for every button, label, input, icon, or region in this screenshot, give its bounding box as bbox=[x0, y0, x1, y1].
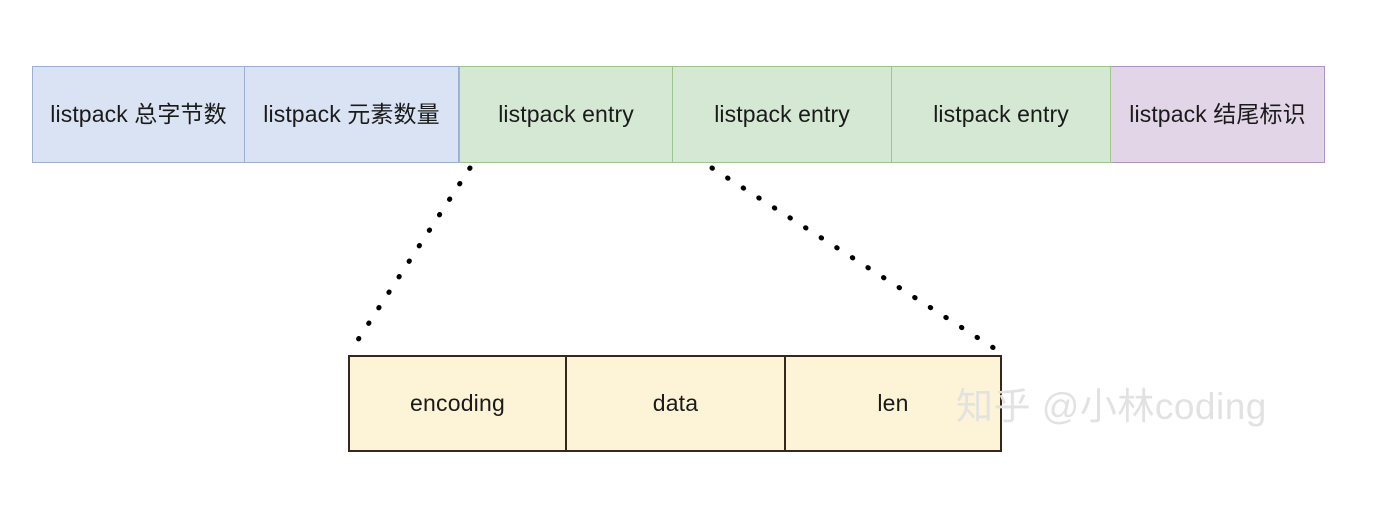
connector-right bbox=[709, 165, 1003, 355]
cell-element-count: listpack 元素数量 bbox=[245, 66, 459, 163]
cell-listpack-entry-2: listpack entry bbox=[673, 66, 892, 163]
entry-detail-row: encoding data len bbox=[348, 355, 1002, 452]
cell-listpack-entry-3: listpack entry bbox=[892, 66, 1111, 163]
cell-len: len bbox=[785, 355, 1002, 452]
connector-left bbox=[347, 165, 473, 355]
listpack-layout-row: listpack 总字节数 listpack 元素数量 listpack ent… bbox=[32, 66, 1325, 163]
cell-total-bytes: listpack 总字节数 bbox=[32, 66, 245, 163]
cell-listpack-entry-1: listpack entry bbox=[459, 66, 673, 163]
cell-encoding: encoding bbox=[348, 355, 566, 452]
cell-data: data bbox=[566, 355, 785, 452]
cell-end-marker: listpack 结尾标识 bbox=[1111, 66, 1325, 163]
watermark-text: 知乎 @小林coding bbox=[956, 386, 1267, 427]
